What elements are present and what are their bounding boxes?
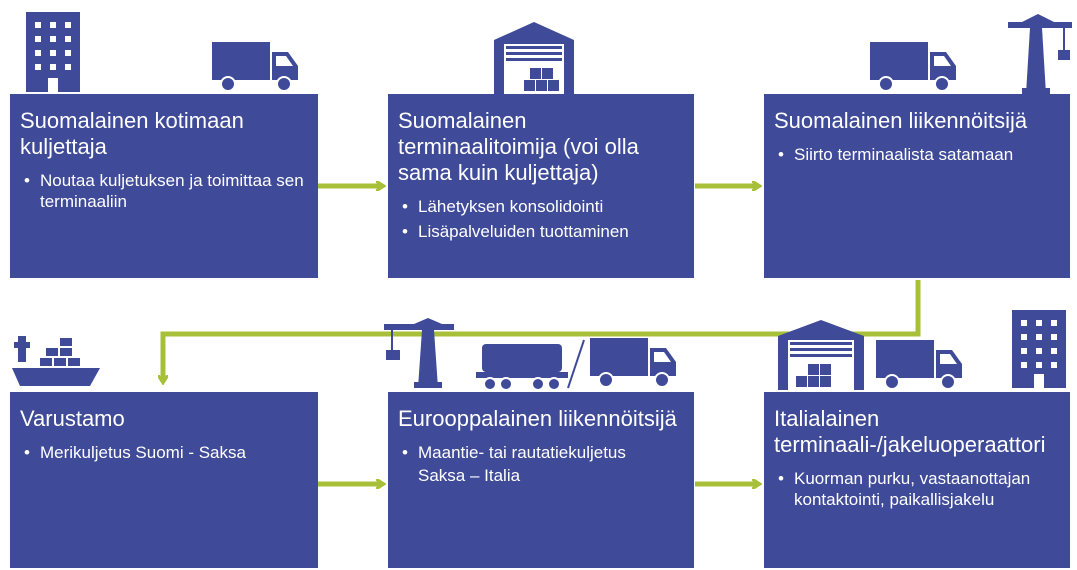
bullet-list: Siirto terminaalista satamaan xyxy=(774,144,1060,165)
bullet-item: Siirto terminaalista satamaan xyxy=(774,144,1060,165)
rail-wagon-icon xyxy=(476,344,568,391)
warehouse-icon xyxy=(494,22,574,94)
bullet-item: Merikuljetus Suomi - Saksa xyxy=(20,442,308,463)
step-box-domestic-carrier: Suomalainen kotimaan kuljettaja Noutaa k… xyxy=(10,94,318,278)
truck-icon xyxy=(590,338,676,388)
step-box-european-haulier: Eurooppalainen liikennöitsijä Maantie- t… xyxy=(388,392,694,568)
box-title: Suomalainen liikennöitsijä xyxy=(774,108,1028,133)
bullet-list: Lähetyksen konsolidointi Lisäpalveluiden… xyxy=(398,196,684,242)
crane-icon xyxy=(384,318,454,388)
bullet-item: Lähetyksen konsolidointi xyxy=(398,196,684,217)
bullet-item: Lisäpalveluiden tuottaminen xyxy=(398,221,684,242)
bullet-list: Kuorman purku, vastaanottajan kontaktoin… xyxy=(774,468,1060,510)
truck-icon xyxy=(870,42,956,92)
office-building-icon xyxy=(1012,310,1066,388)
step-box-italian-operator: Italialainen terminaali-/jakeluoperaatto… xyxy=(764,392,1070,568)
bullet-list: Noutaa kuljetuksen ja toimittaa sen term… xyxy=(20,170,308,212)
step-box-shipping-company: Varustamo Merikuljetus Suomi - Saksa xyxy=(10,392,318,568)
truck-icon xyxy=(212,42,298,92)
bullet-item: Kuorman purku, vastaanottajan kontaktoin… xyxy=(774,468,1060,510)
slash-divider xyxy=(567,339,585,389)
box-title: Eurooppalainen liikennöitsijä xyxy=(398,406,677,431)
bullet-item: Noutaa kuljetuksen ja toimittaa sen term… xyxy=(20,170,308,212)
truck-icon xyxy=(876,340,962,390)
warehouse-icon xyxy=(778,320,864,390)
step-box-finnish-haulier: Suomalainen liikennöitsijä Siirto termin… xyxy=(764,94,1070,278)
step-box-terminal-operator: Suomalainen terminaalitoimija (voi olla … xyxy=(388,94,694,278)
office-building-icon xyxy=(26,12,80,92)
bullet-item: Saksa – Italia xyxy=(418,466,521,485)
arrow-box3-to-box4 xyxy=(163,280,921,381)
box-title: Italialainen terminaali-/jakeluoperaatto… xyxy=(774,406,1046,457)
crane-icon xyxy=(1008,14,1072,94)
box-title: Suomalainen kotimaan kuljettaja xyxy=(20,108,244,159)
cargo-ship-icon xyxy=(12,336,100,386)
bullet-list: Merikuljetus Suomi - Saksa xyxy=(20,442,308,463)
box-title: Suomalainen terminaalitoimija (voi olla … xyxy=(398,108,639,185)
bullet-item: Maantie- tai rautatiekuljetus xyxy=(398,442,684,463)
box-title: Varustamo xyxy=(20,406,125,431)
bullet-list: Maantie- tai rautatiekuljetus Saksa – It… xyxy=(398,442,684,486)
